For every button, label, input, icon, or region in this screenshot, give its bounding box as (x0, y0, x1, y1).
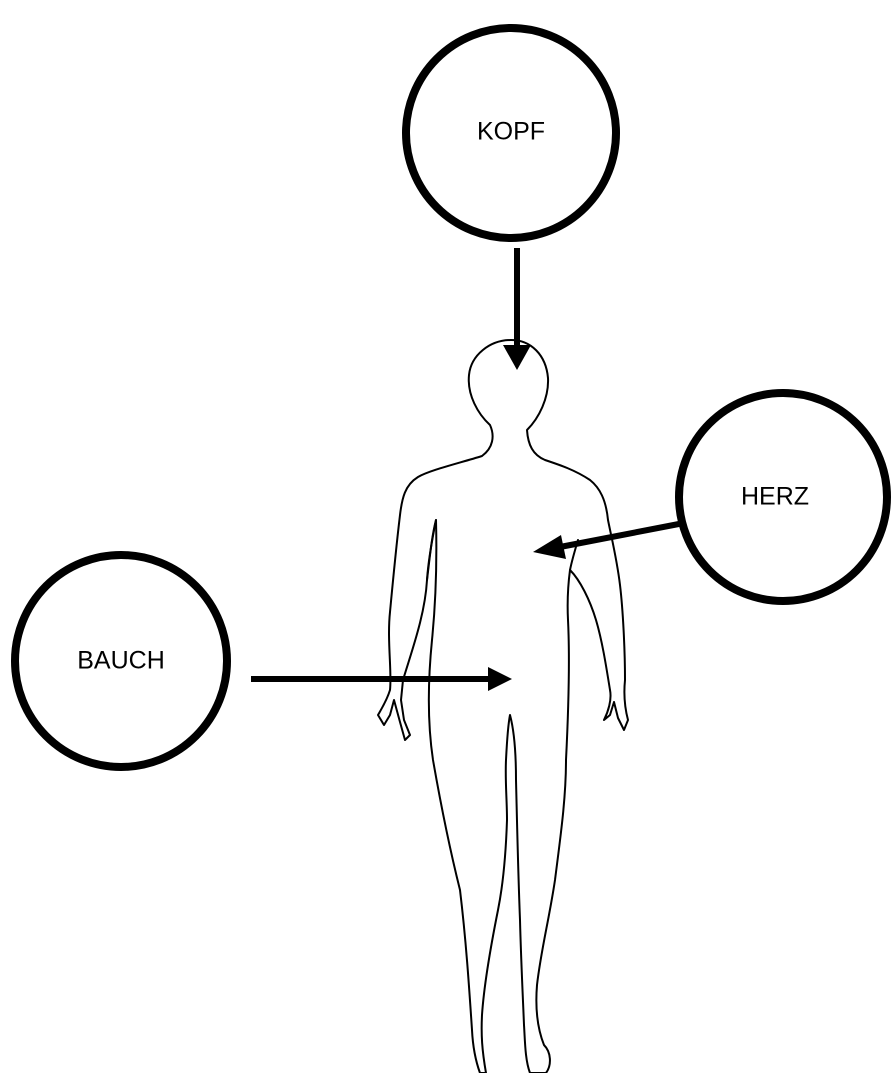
heart-label: HERZ (741, 483, 809, 511)
belly-circle (11, 551, 231, 771)
head-circle (402, 24, 620, 242)
head-arrowhead (503, 345, 531, 370)
belly-bubble: BAUCH (11, 551, 231, 771)
heart-arrow (559, 520, 685, 550)
heart-circle (675, 389, 891, 605)
head-label: KOPF (477, 118, 545, 146)
belly-arrowhead (488, 667, 512, 691)
head-bubble: KOPF (402, 24, 620, 242)
heart-bubble: HERZ (675, 389, 891, 605)
heart-arrowhead (533, 535, 566, 559)
human-body-outline (377, 339, 629, 1073)
arrows (251, 248, 685, 691)
belly-label: BAUCH (77, 647, 165, 675)
